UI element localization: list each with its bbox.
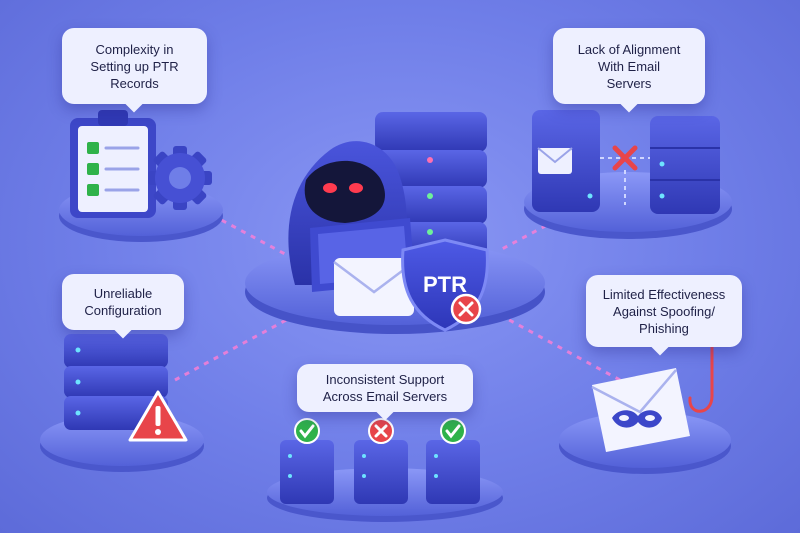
mail-server-right [650, 116, 720, 214]
support-server-1 [280, 440, 334, 504]
clipboard-icon [70, 110, 156, 218]
x-icon [368, 418, 394, 444]
bubble-inconsistent-support: Inconsistent Support Across Email Server… [297, 364, 473, 412]
ptr-shield-label: PTR [423, 272, 467, 297]
support-server-2 [354, 440, 408, 504]
bubble-alignment: Lack of Alignment With Email Servers [553, 28, 705, 104]
bubble-limited-effectiveness: Limited Effectiveness Against Spoofing/ … [586, 275, 742, 347]
bubble-unreliable-configuration: Unreliable Configuration [62, 274, 184, 330]
envelope-icon [333, 258, 415, 316]
phishing-envelope-icon [591, 368, 690, 452]
gear-icon [148, 146, 212, 210]
check-icon [440, 418, 466, 444]
warning-icon [128, 390, 188, 442]
unstable-server-stack [64, 334, 168, 430]
error-x-icon [450, 293, 482, 325]
bubble-ptr-complexity: Complexity in Setting up PTR Records [62, 28, 207, 104]
mail-server-left [532, 110, 600, 212]
connector-lines [174, 203, 621, 382]
check-icon [294, 418, 320, 444]
support-server-3 [426, 440, 480, 504]
broken-link-icon [600, 145, 650, 205]
